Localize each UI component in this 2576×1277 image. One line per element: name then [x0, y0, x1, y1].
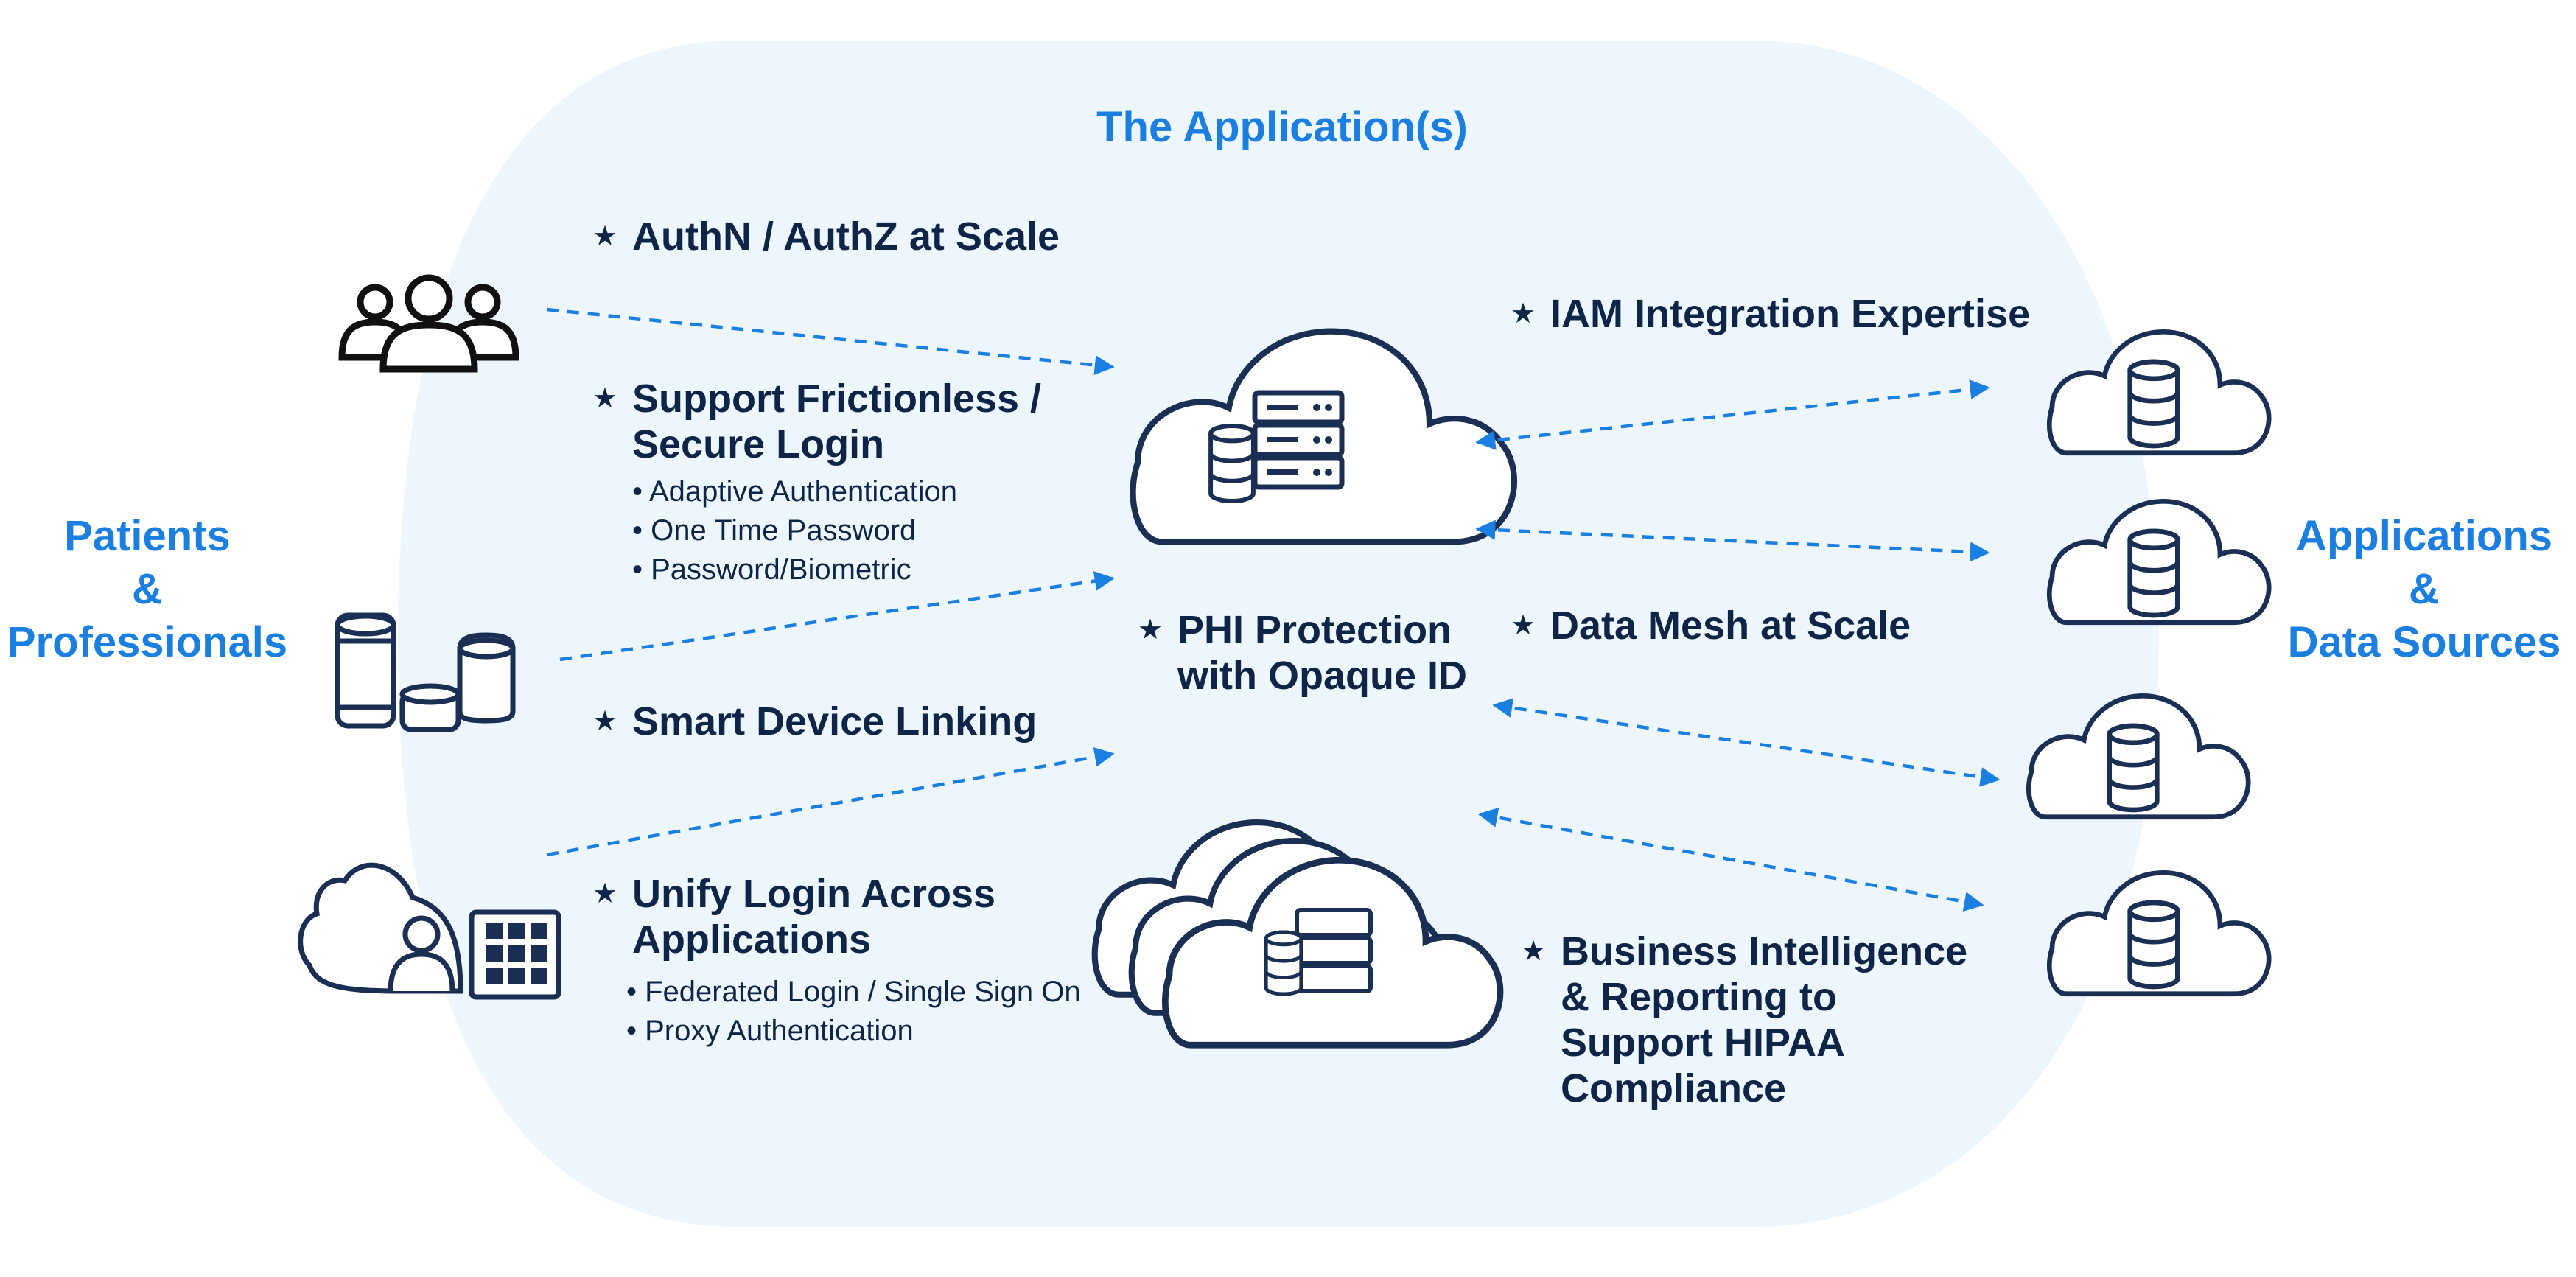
- list-item: Adaptive Authentication: [632, 472, 957, 511]
- feature-data-mesh: ★ Data Mesh at Scale: [1511, 603, 1911, 648]
- arrow-app-db-1: [1475, 379, 1990, 450]
- arrow-app-db-4: [1477, 808, 1984, 912]
- star-icon: ★: [1511, 298, 1536, 329]
- list-item: One Time Password: [632, 511, 957, 550]
- star-icon: ★: [592, 383, 618, 414]
- smart-speakers-icon: [335, 612, 516, 732]
- feature-unify-login: ★ Unify Login Across Applications: [592, 872, 996, 962]
- list-item: Password/Biometric: [632, 550, 957, 589]
- user-cloud-app-icon: [298, 862, 561, 1000]
- feature-smart-device: ★ Smart Device Linking: [592, 699, 1037, 744]
- feature-business-intelligence: ★ Business Intelligence & Reporting to S…: [1521, 929, 1968, 1110]
- arrow-speakers-to-app: [559, 571, 1115, 662]
- feature-phi-protection: ★ PHI Protection with Opaque ID: [1138, 608, 1468, 698]
- people-group-icon: [338, 274, 519, 373]
- arrow-devices-to-app: [546, 746, 1115, 857]
- star-icon: ★: [1138, 615, 1163, 646]
- star-icon: ★: [592, 221, 618, 252]
- applications-data-sources-label: Applications & Data Sources: [2287, 512, 2561, 666]
- list-item: Proxy Authentication: [626, 1012, 1081, 1051]
- feature-iam: ★ IAM Integration Expertise: [1511, 292, 2031, 336]
- feature-support-login: ★ Support Frictionless / Secure Login: [592, 377, 1042, 466]
- support-login-list: Adaptive Authentication One Time Passwor…: [632, 472, 957, 589]
- diagram-title: The Application(s): [1096, 103, 1468, 151]
- feature-authn: ★ AuthN / AuthZ at Scale: [592, 214, 1060, 259]
- star-icon: ★: [1511, 610, 1536, 641]
- list-item: Federated Login / Single Sign On: [626, 973, 1081, 1012]
- star-icon: ★: [592, 878, 618, 909]
- patients-professionals-label: Patients & Professionals: [7, 512, 288, 666]
- unify-login-list: Federated Login / Single Sign On Proxy A…: [626, 973, 1081, 1051]
- star-icon: ★: [592, 706, 618, 737]
- application-bubble: [398, 41, 2159, 1227]
- arrow-app-db-2: [1475, 519, 1990, 562]
- multi-cloud-server-icon: [1095, 822, 1500, 1045]
- arrow-app-db-3: [1492, 698, 2001, 787]
- star-icon: ★: [1521, 936, 1547, 967]
- server-cloud-icon: [1133, 332, 1514, 542]
